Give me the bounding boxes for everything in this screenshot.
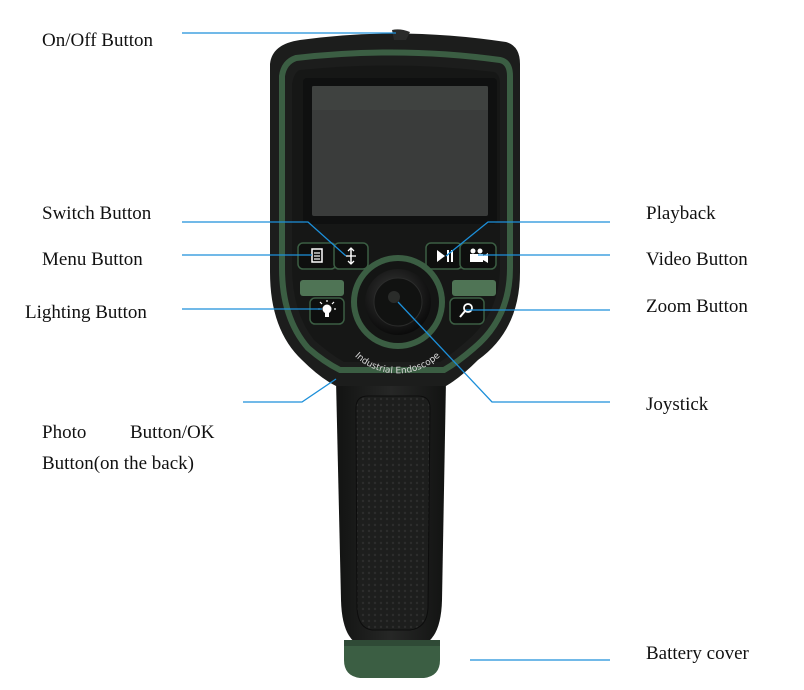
label-zoom-button: Zoom Button	[646, 296, 748, 317]
leader-photo	[243, 378, 337, 403]
label-video-button: Video Button	[646, 249, 748, 270]
label-battery-cover: Battery cover	[646, 643, 749, 664]
label-lighting-button: Lighting Button	[25, 302, 147, 323]
battery-cover	[344, 640, 440, 678]
label-switch-button: Switch Button	[42, 203, 152, 224]
label-joystick: Joystick	[646, 394, 709, 415]
switch-icon	[346, 247, 356, 265]
switch-button[interactable]	[333, 242, 369, 270]
video-button[interactable]	[459, 242, 497, 270]
zoom-button[interactable]	[449, 297, 485, 325]
label-photo-button-back: Button(on the back)	[42, 453, 194, 474]
label-menu-button: Menu Button	[42, 249, 143, 270]
play-pause-icon	[437, 250, 453, 262]
handle	[336, 380, 446, 646]
leader-switch	[182, 221, 347, 257]
label-photo-button-word: Photo	[42, 422, 87, 443]
magnifier-icon	[459, 303, 473, 318]
menu-button[interactable]	[297, 242, 337, 270]
label-on-off-button: On/Off Button	[42, 30, 154, 51]
left-green-pad	[300, 280, 344, 296]
label-playback: Playback	[646, 203, 716, 224]
light-bulb-icon	[318, 300, 336, 317]
leader-joystick	[397, 301, 610, 403]
leader-playback	[445, 221, 610, 257]
display-screen	[303, 78, 497, 224]
right-green-pad	[452, 280, 496, 296]
label-photo-button-ok: Button/OK	[130, 422, 215, 443]
lighting-button[interactable]	[309, 297, 345, 325]
